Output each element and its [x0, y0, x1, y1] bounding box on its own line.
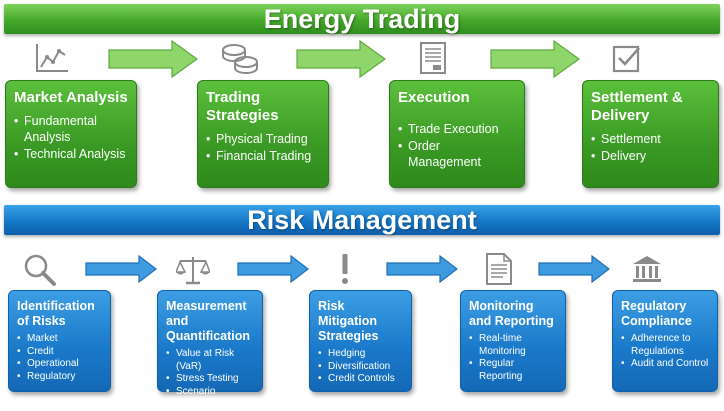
- list-item: Settlement: [591, 131, 710, 147]
- list-item: Fundamental Analysis: [14, 113, 128, 145]
- execution-card: Execution Trade Execution Order Manageme…: [389, 80, 525, 188]
- risk-management-title: Risk Management: [247, 205, 477, 235]
- list-item: Scenario Analysis: [166, 386, 254, 411]
- line-chart-icon: [36, 44, 68, 72]
- measurement-quantification-card: Measurement and Quantification Value at …: [157, 290, 263, 409]
- list-item: Trade Execution: [398, 121, 516, 137]
- card-title: Regulatory Compliance: [621, 299, 692, 328]
- flow-arrow-3: [490, 40, 580, 78]
- coins-icon: [222, 44, 258, 74]
- list-item: Financial Trading: [206, 148, 320, 164]
- list-item: Adherence to Regulations: [621, 333, 709, 358]
- list-item: Regular Reporting: [469, 358, 557, 383]
- scales-icon: [176, 257, 210, 285]
- list-item: Real-time Monitoring: [469, 333, 557, 358]
- card-title: Market Analysis: [14, 89, 128, 106]
- flow-arrow-7: [538, 255, 610, 283]
- regulatory-compliance-card: Regulatory Compliance Adherence to Regul…: [612, 290, 718, 392]
- energy-trading-title: Energy Trading: [263, 4, 461, 34]
- list-item: Physical Trading: [206, 131, 320, 147]
- flow-arrow-6: [386, 255, 458, 283]
- list-item: Order Management: [398, 138, 516, 170]
- list-item: Operational: [17, 358, 102, 371]
- card-title: Monitoring and Reporting: [469, 299, 554, 328]
- identification-of-risks-card: Identification of Risks Market Credit Op…: [8, 290, 111, 392]
- bank-building-icon: [633, 256, 661, 282]
- flow-arrow-4: [85, 255, 157, 283]
- trading-strategies-card: Trading Strategies Physical Trading Fina…: [197, 80, 329, 188]
- monitoring-reporting-card: Monitoring and Reporting Real-time Monit…: [460, 290, 566, 392]
- risk-mitigation-card: Risk Mitigation Strategies Hedging Diver…: [309, 290, 412, 392]
- card-title: Execution: [398, 89, 470, 106]
- exclamation-icon: [342, 254, 348, 284]
- flow-arrow-2: [296, 40, 386, 78]
- flow-arrow-5: [237, 255, 309, 283]
- card-title: Measurement and Quantification: [166, 299, 251, 343]
- list-item: Delivery: [591, 148, 710, 164]
- flow-arrow-1: [108, 40, 198, 78]
- list-item: Audit and Control: [621, 358, 709, 371]
- risk-management-banner: Risk Management: [4, 205, 720, 235]
- magnifier-icon: [24, 254, 56, 286]
- list-item: Regulatory: [17, 371, 102, 384]
- settlement-delivery-card: Settlement & Delivery Settlement Deliver…: [582, 80, 719, 188]
- report-document-icon: [486, 253, 512, 285]
- energy-trading-banner: Energy Trading: [4, 4, 720, 34]
- card-title: Risk Mitigation Strategies: [318, 299, 379, 343]
- card-title: Trading Strategies: [206, 89, 279, 124]
- card-title: Identification of Risks: [17, 299, 95, 328]
- list-item: Hedging: [318, 348, 403, 361]
- list-item: Credit: [17, 346, 102, 359]
- list-item: Credit Controls: [318, 373, 403, 386]
- list-item: Stress Testing: [166, 373, 254, 386]
- list-item: Market: [17, 333, 102, 346]
- checkbox-icon: [612, 45, 640, 73]
- list-item: Value at Risk (VaR): [166, 348, 254, 373]
- list-item: Technical Analysis: [14, 146, 128, 162]
- list-item: Diversification: [318, 361, 403, 374]
- market-analysis-card: Market Analysis Fundamental Analysis Tec…: [5, 80, 137, 188]
- contract-document-icon: [420, 42, 446, 74]
- card-title: Settlement & Delivery: [591, 89, 683, 124]
